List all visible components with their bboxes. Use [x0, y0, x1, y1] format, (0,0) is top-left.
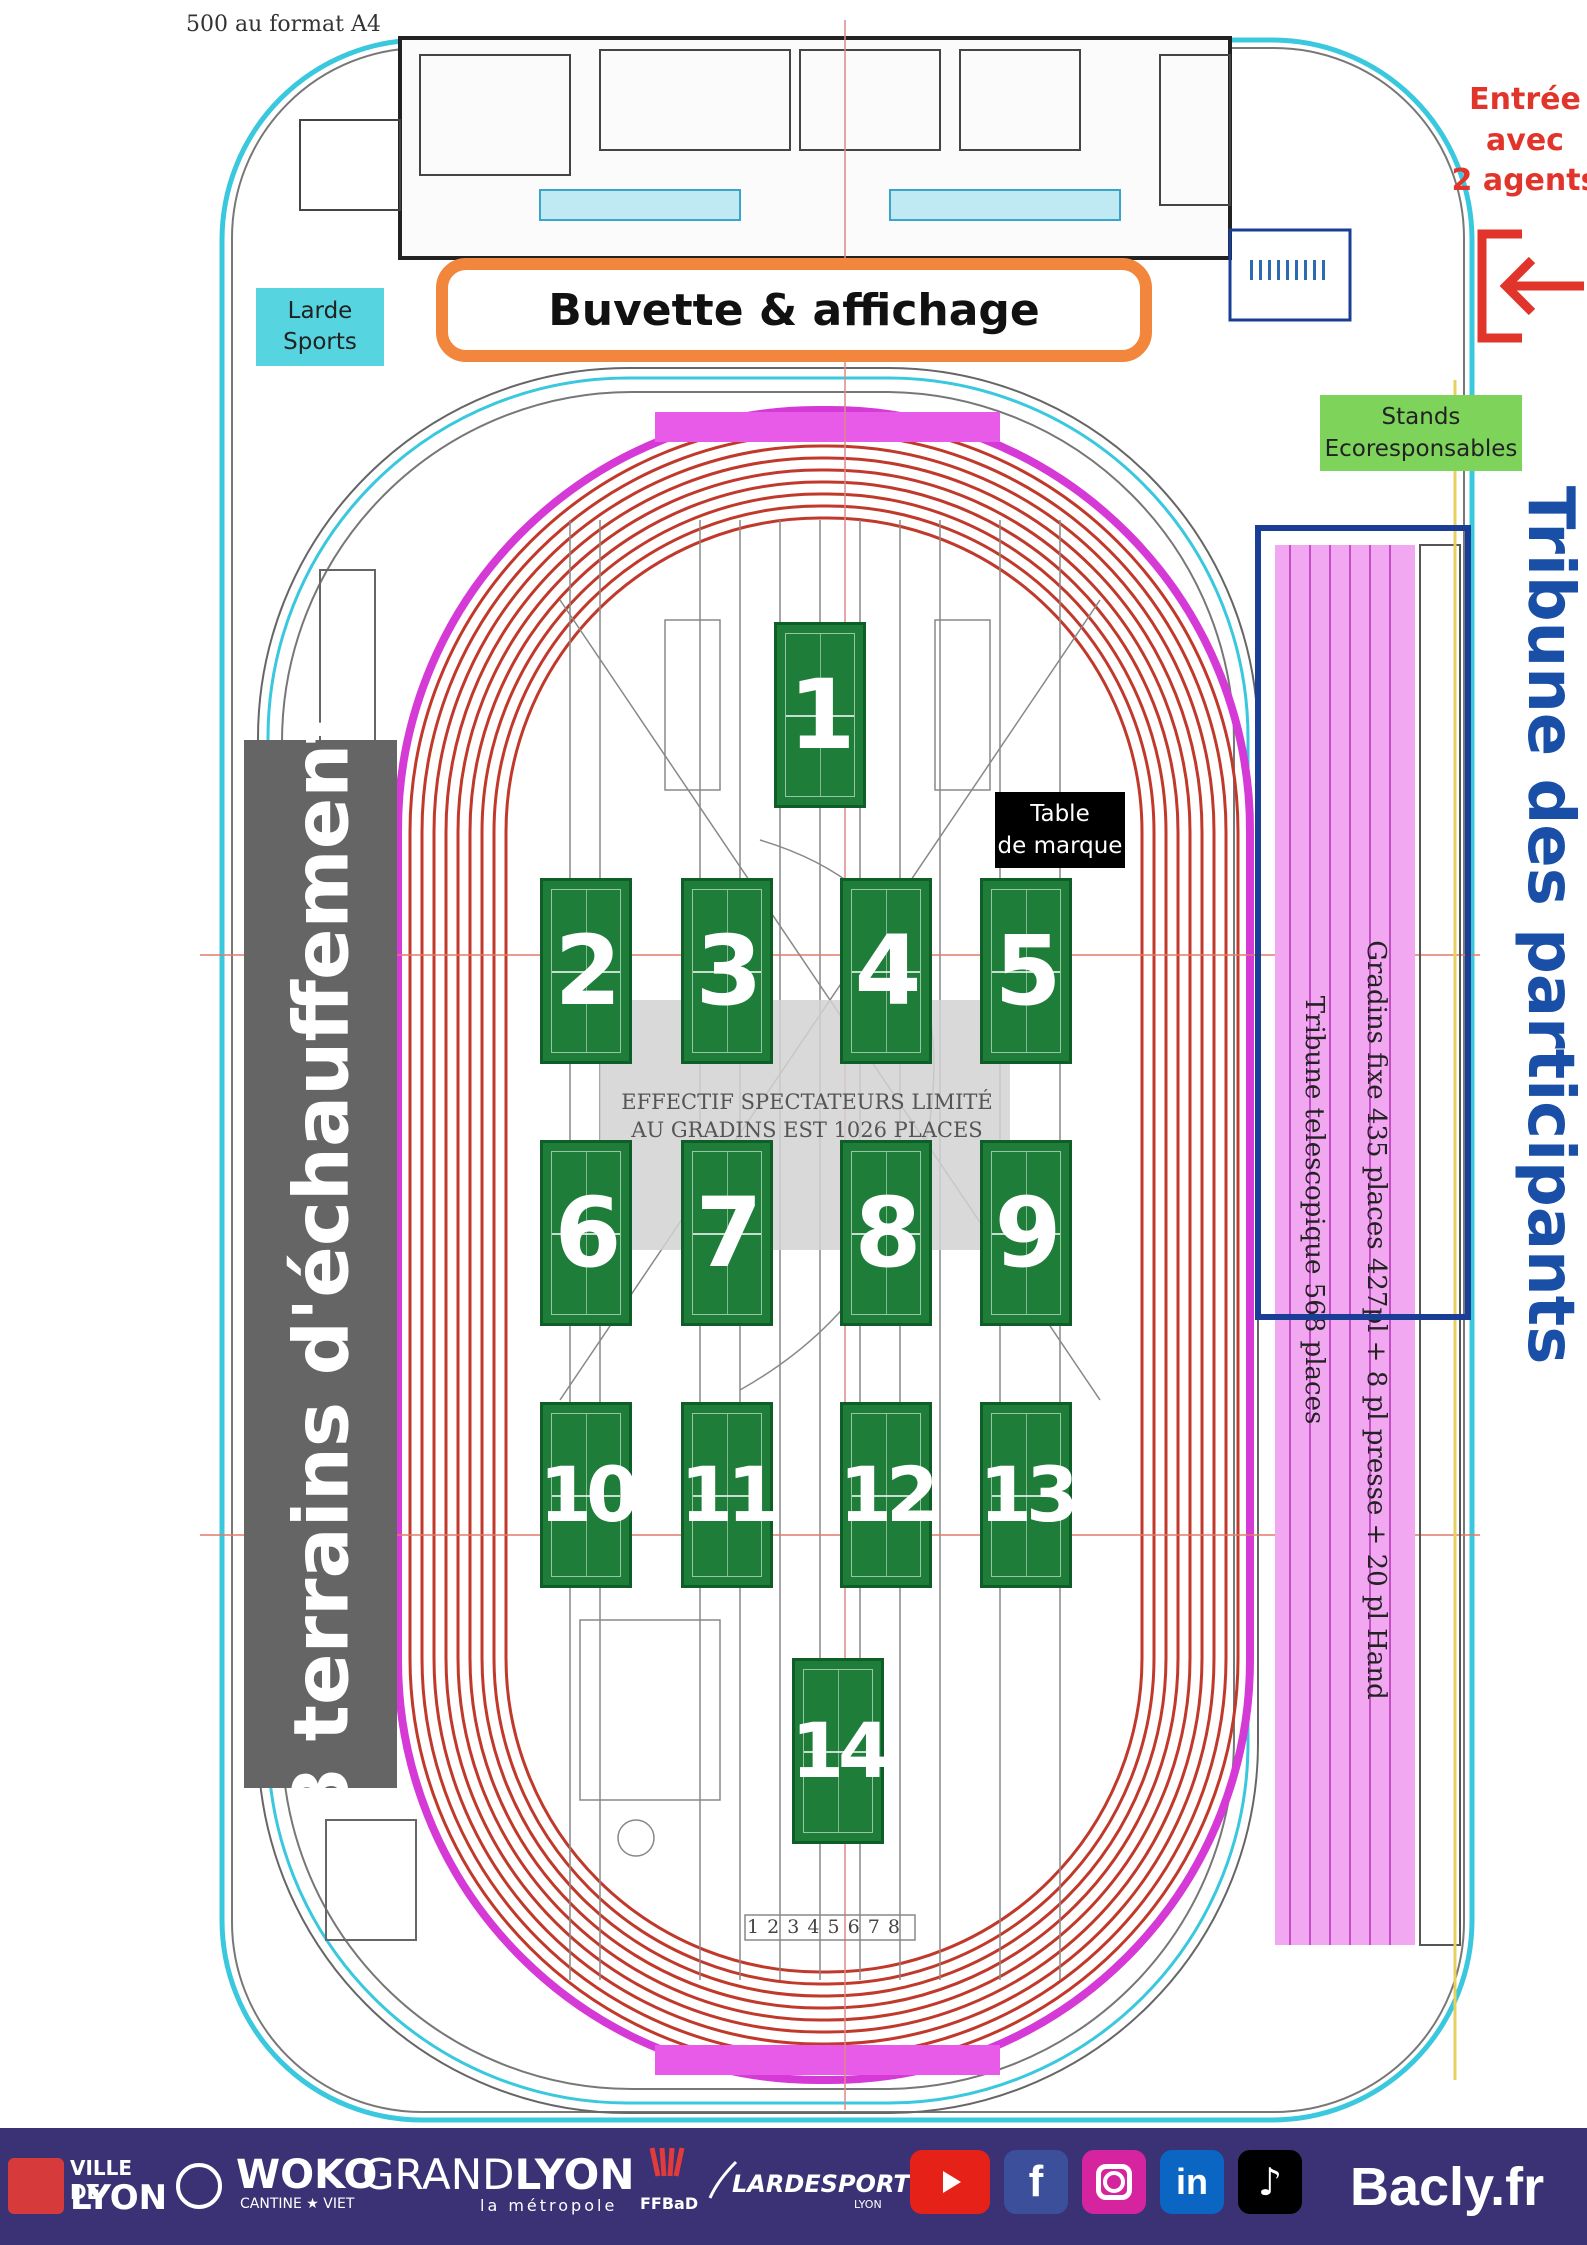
linkedin-icon[interactable]: in [1160, 2150, 1224, 2214]
buvette-label: Buvette & affichage [548, 284, 1040, 336]
lane-numbers: 1 2 3 4 5 6 7 8 [747, 1916, 901, 1938]
entrance-line3: 2 agents [1451, 163, 1587, 198]
lardesports-label: LARDESPORTS [732, 2170, 927, 2198]
lardesports-swoosh-icon [708, 2160, 738, 2200]
stands-line2: Ecoresponsables [1324, 436, 1518, 462]
court-number: 8 [854, 1177, 922, 1289]
table-de-marque-zone: Table de marque [995, 792, 1125, 868]
spectator-note: EFFECTIF SPECTATEURS LIMITÉ AU GRADINS E… [612, 1088, 1002, 1145]
court-9: 9 [980, 1140, 1072, 1326]
court-number: 9 [994, 1177, 1062, 1289]
ffbad-feather-icon [648, 2146, 686, 2190]
court-number: 13 [979, 1450, 1079, 1539]
tribune-area [1255, 525, 1471, 1320]
bowl-icon [176, 2163, 222, 2209]
entrance-line1: Entrée [1469, 82, 1581, 117]
court-number: 11 [680, 1450, 780, 1539]
lyon-label: LYON [70, 2178, 168, 2218]
entrance-door-icon [1477, 229, 1584, 343]
court-7: 7 [681, 1140, 773, 1326]
court-11: 11 [680, 1402, 780, 1588]
court-4: 4 [840, 878, 932, 1064]
stands-line1: Stands [1381, 403, 1461, 430]
ville-de-label: VILLE DE [70, 2156, 133, 2204]
court-number: 14 [791, 1706, 891, 1795]
buvette-zone: Buvette & affichage [436, 258, 1152, 362]
larde-sports-line1: Larde [287, 297, 353, 324]
court-number: 2 [554, 915, 622, 1027]
court-8: 8 [840, 1140, 932, 1326]
court-number: 10 [539, 1450, 639, 1539]
lardesports-sub: LYON [854, 2198, 882, 2211]
court-number: 12 [839, 1450, 939, 1539]
court-13: 13 [979, 1402, 1079, 1588]
court-number: 6 [554, 1177, 622, 1289]
table-line1: Table [1030, 800, 1090, 827]
facebook-icon[interactable]: f [1004, 2150, 1068, 2214]
plan-title: 500 au format A4 [186, 12, 381, 37]
grandlyon-part1: GRAND [362, 2150, 515, 2199]
court-number: 5 [994, 915, 1062, 1027]
entrance-label: Entrée avec 2 agents [1450, 80, 1587, 202]
woko-logo: WOKO [236, 2152, 378, 2198]
floor-plan [200, 20, 1480, 2123]
court-number: 3 [695, 915, 763, 1027]
youtube-icon[interactable] [910, 2150, 990, 2214]
ville-de-lyon-logo: VILLE DE LYON [8, 2150, 168, 2220]
instagram-icon[interactable] [1082, 2150, 1146, 2214]
grandlyon-part2: LYON [514, 2150, 635, 2199]
sponsor-footer [0, 2128, 1587, 2245]
court-10: 10 [539, 1402, 639, 1588]
court-1: 1 [774, 622, 866, 808]
court-3: 3 [681, 878, 773, 1064]
spectator-note-line2: AU GRADINS EST 1026 PLACES [631, 1118, 983, 1143]
table-line2: de marque [997, 833, 1123, 859]
court-6: 6 [540, 1140, 632, 1326]
warmup-courts-zone: 8 terrains d'échauffement [244, 707, 397, 1821]
grandlyon-logo: GRANDLYON [362, 2150, 635, 2199]
lion-icon [8, 2158, 64, 2214]
court-number: 7 [695, 1177, 763, 1289]
warmup-label: 8 terrains d'échauffement [276, 707, 365, 1821]
court-2: 2 [540, 878, 632, 1064]
tribune-participants: Tribune des participants [1513, 486, 1587, 1365]
court-5: 5 [980, 878, 1072, 1064]
website-link[interactable]: Bacly.fr [1350, 2157, 1545, 2217]
entrance-line2: avec [1486, 122, 1564, 158]
woko-sub: CANTINE ★ VIET [240, 2196, 355, 2212]
court-number: 1 [788, 659, 856, 771]
court-14: 14 [791, 1658, 891, 1844]
court-number: 4 [854, 915, 922, 1027]
spectator-note-line1: EFFECTIF SPECTATEURS LIMITÉ [621, 1090, 993, 1114]
grandlyon-sub: la métropole [480, 2196, 618, 2215]
tribune-label: Tribune des participants [1513, 485, 1587, 1365]
court-12: 12 [839, 1402, 939, 1588]
ffbad-label: FFBaD [640, 2194, 699, 2213]
larde-sports-line2: Sports [283, 329, 357, 355]
tiktok-icon[interactable]: ♪ [1238, 2150, 1302, 2214]
